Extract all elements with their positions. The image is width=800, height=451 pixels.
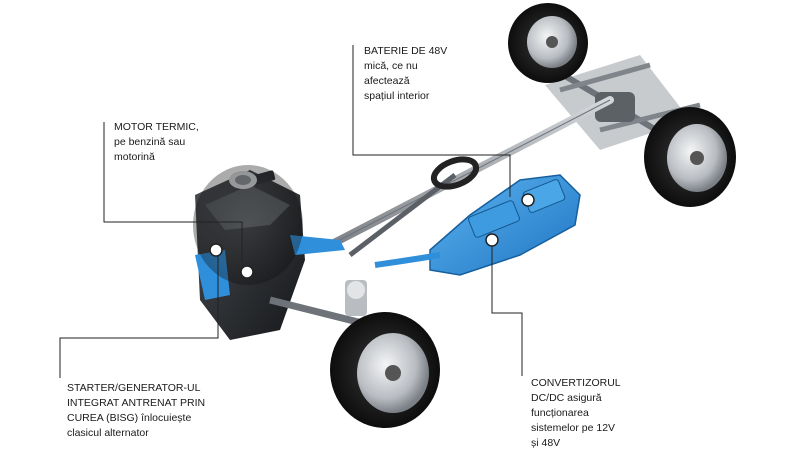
callout-battery-line: spațiul interior: [364, 90, 430, 102]
callout-battery: BATERIE DE 48V mică, ce nu afectează spa…: [364, 44, 447, 104]
callout-bisg-line: STARTER/GENERATOR-UL: [67, 382, 201, 394]
callout-dcdc-line: funcționarea: [531, 407, 589, 419]
callout-battery-line: mică, ce nu: [364, 60, 418, 72]
callout-battery-line: BATERIE DE 48V: [364, 45, 448, 57]
battery-48v-unit: [374, 174, 581, 276]
leader-engine: [103, 122, 243, 262]
drive-shaft: [326, 96, 614, 249]
callout-dcdc-line: CONVERTIZORUL: [531, 377, 621, 389]
callout-dcdc-line: DC/DC asigură: [531, 392, 602, 404]
leader-battery: [352, 45, 511, 197]
callout-bisg: STARTER/GENERATOR-UL INTEGRAT ANTRENAT P…: [67, 381, 205, 441]
callout-battery-line: afectează: [364, 75, 410, 87]
callout-dcdc: CONVERTIZORUL DC/DC asigură funcționarea…: [531, 376, 621, 451]
leader-bisg: [59, 256, 219, 378]
marker-engine: [240, 265, 254, 279]
callout-engine-line: pe benzină sau: [114, 136, 186, 148]
callout-bisg-line: CUREA (BISG) înlocuiește: [67, 412, 192, 424]
leader-lines: [59, 45, 523, 378]
callout-bisg-line: clasicul alternator: [67, 427, 149, 439]
callout-engine: MOTOR TERMIC, pe benzină sau motorină: [114, 120, 199, 165]
marker-bisg: [209, 243, 223, 257]
callout-engine-line: MOTOR TERMIC,: [114, 121, 199, 133]
callout-dcdc-line: și 48V: [531, 437, 561, 449]
marker-battery: [521, 193, 535, 207]
callout-markers: [209, 193, 535, 279]
marker-dcdc: [485, 233, 499, 247]
front-right-wheel: [330, 312, 440, 428]
rear-left-wheel: [508, 3, 588, 83]
rear-right-wheel: [644, 107, 736, 207]
steering-column: [348, 156, 480, 257]
callout-engine-line: motorină: [114, 151, 155, 163]
callout-bisg-line: INTEGRAT ANTRENAT PRIN: [67, 397, 206, 409]
callout-dcdc-line: sistemelor pe 12V: [531, 422, 616, 434]
leader-dcdc: [491, 245, 523, 376]
